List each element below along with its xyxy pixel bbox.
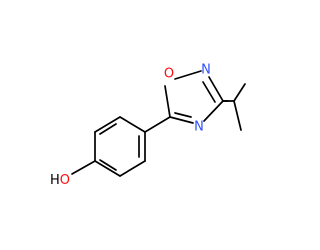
- double-bond-inner: [174, 112, 192, 118]
- bond: [119, 160, 146, 177]
- bond: [233, 100, 242, 131]
- nitrogen-atom-label: N: [194, 120, 204, 135]
- bond: [174, 70, 202, 80]
- bond: [169, 116, 194, 124]
- bond: [208, 76, 224, 102]
- oxygen-atom-label: O: [164, 67, 174, 82]
- oxadiazole-ring: [164, 70, 224, 124]
- molecule-svg: O N N HO: [50, 63, 246, 188]
- double-bond-inner: [99, 123, 117, 135]
- structure-diagram: O N N HO: [50, 63, 246, 188]
- bond: [164, 85, 171, 118]
- hydroxyl-label: HO: [50, 173, 70, 188]
- isopropyl-group: [222, 83, 246, 131]
- bond: [94, 116, 121, 133]
- double-bond-inner: [202, 81, 216, 103]
- hydrogen-glyph: H: [50, 173, 60, 188]
- bond: [203, 100, 224, 122]
- bond: [233, 83, 246, 102]
- aryl-bond: [144, 116, 171, 133]
- phenol-ring: [94, 116, 146, 177]
- double-bond-inner: [99, 159, 117, 171]
- hydroxyl-bond: [71, 160, 96, 175]
- bond: [94, 160, 121, 177]
- hydroxyl-text: HO: [50, 173, 70, 188]
- oxygen-glyph: O: [60, 173, 70, 188]
- bond: [119, 116, 146, 133]
- nitrogen-atom-label: N: [201, 63, 211, 78]
